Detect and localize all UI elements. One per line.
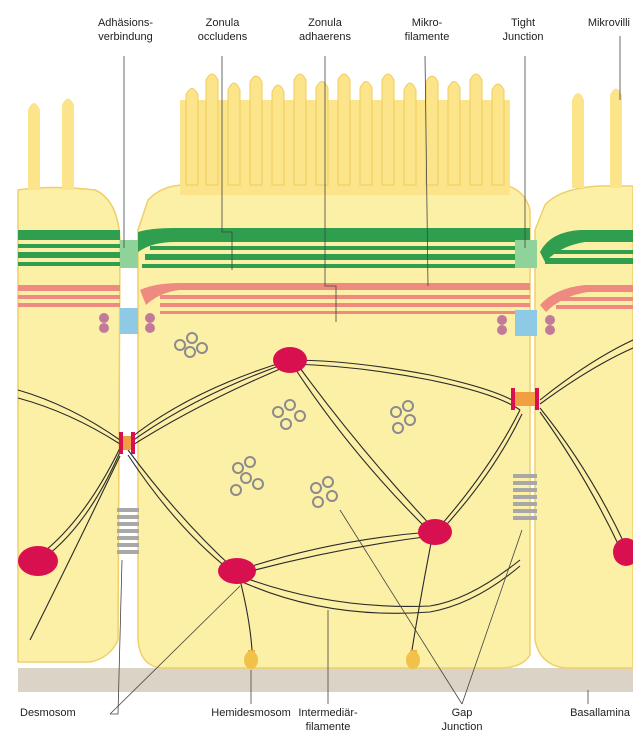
label-basallamina: Basallamina xyxy=(540,706,630,720)
microvilli xyxy=(186,74,504,185)
label-adhaesionsverbindung: Adhäsions-verbindung xyxy=(88,16,163,44)
label-desmosom: Desmosom xyxy=(20,706,110,720)
right-cell xyxy=(535,89,633,669)
gap-junction-left xyxy=(117,508,139,554)
basal-lamina xyxy=(18,668,633,692)
label-mikrovilli: Mikrovilli xyxy=(566,16,630,30)
left-cell xyxy=(18,99,120,663)
label-intermediaerfilamente: Intermediär-filamente xyxy=(286,706,370,734)
label-mikrofilamente: Mikro-filamente xyxy=(392,16,462,44)
